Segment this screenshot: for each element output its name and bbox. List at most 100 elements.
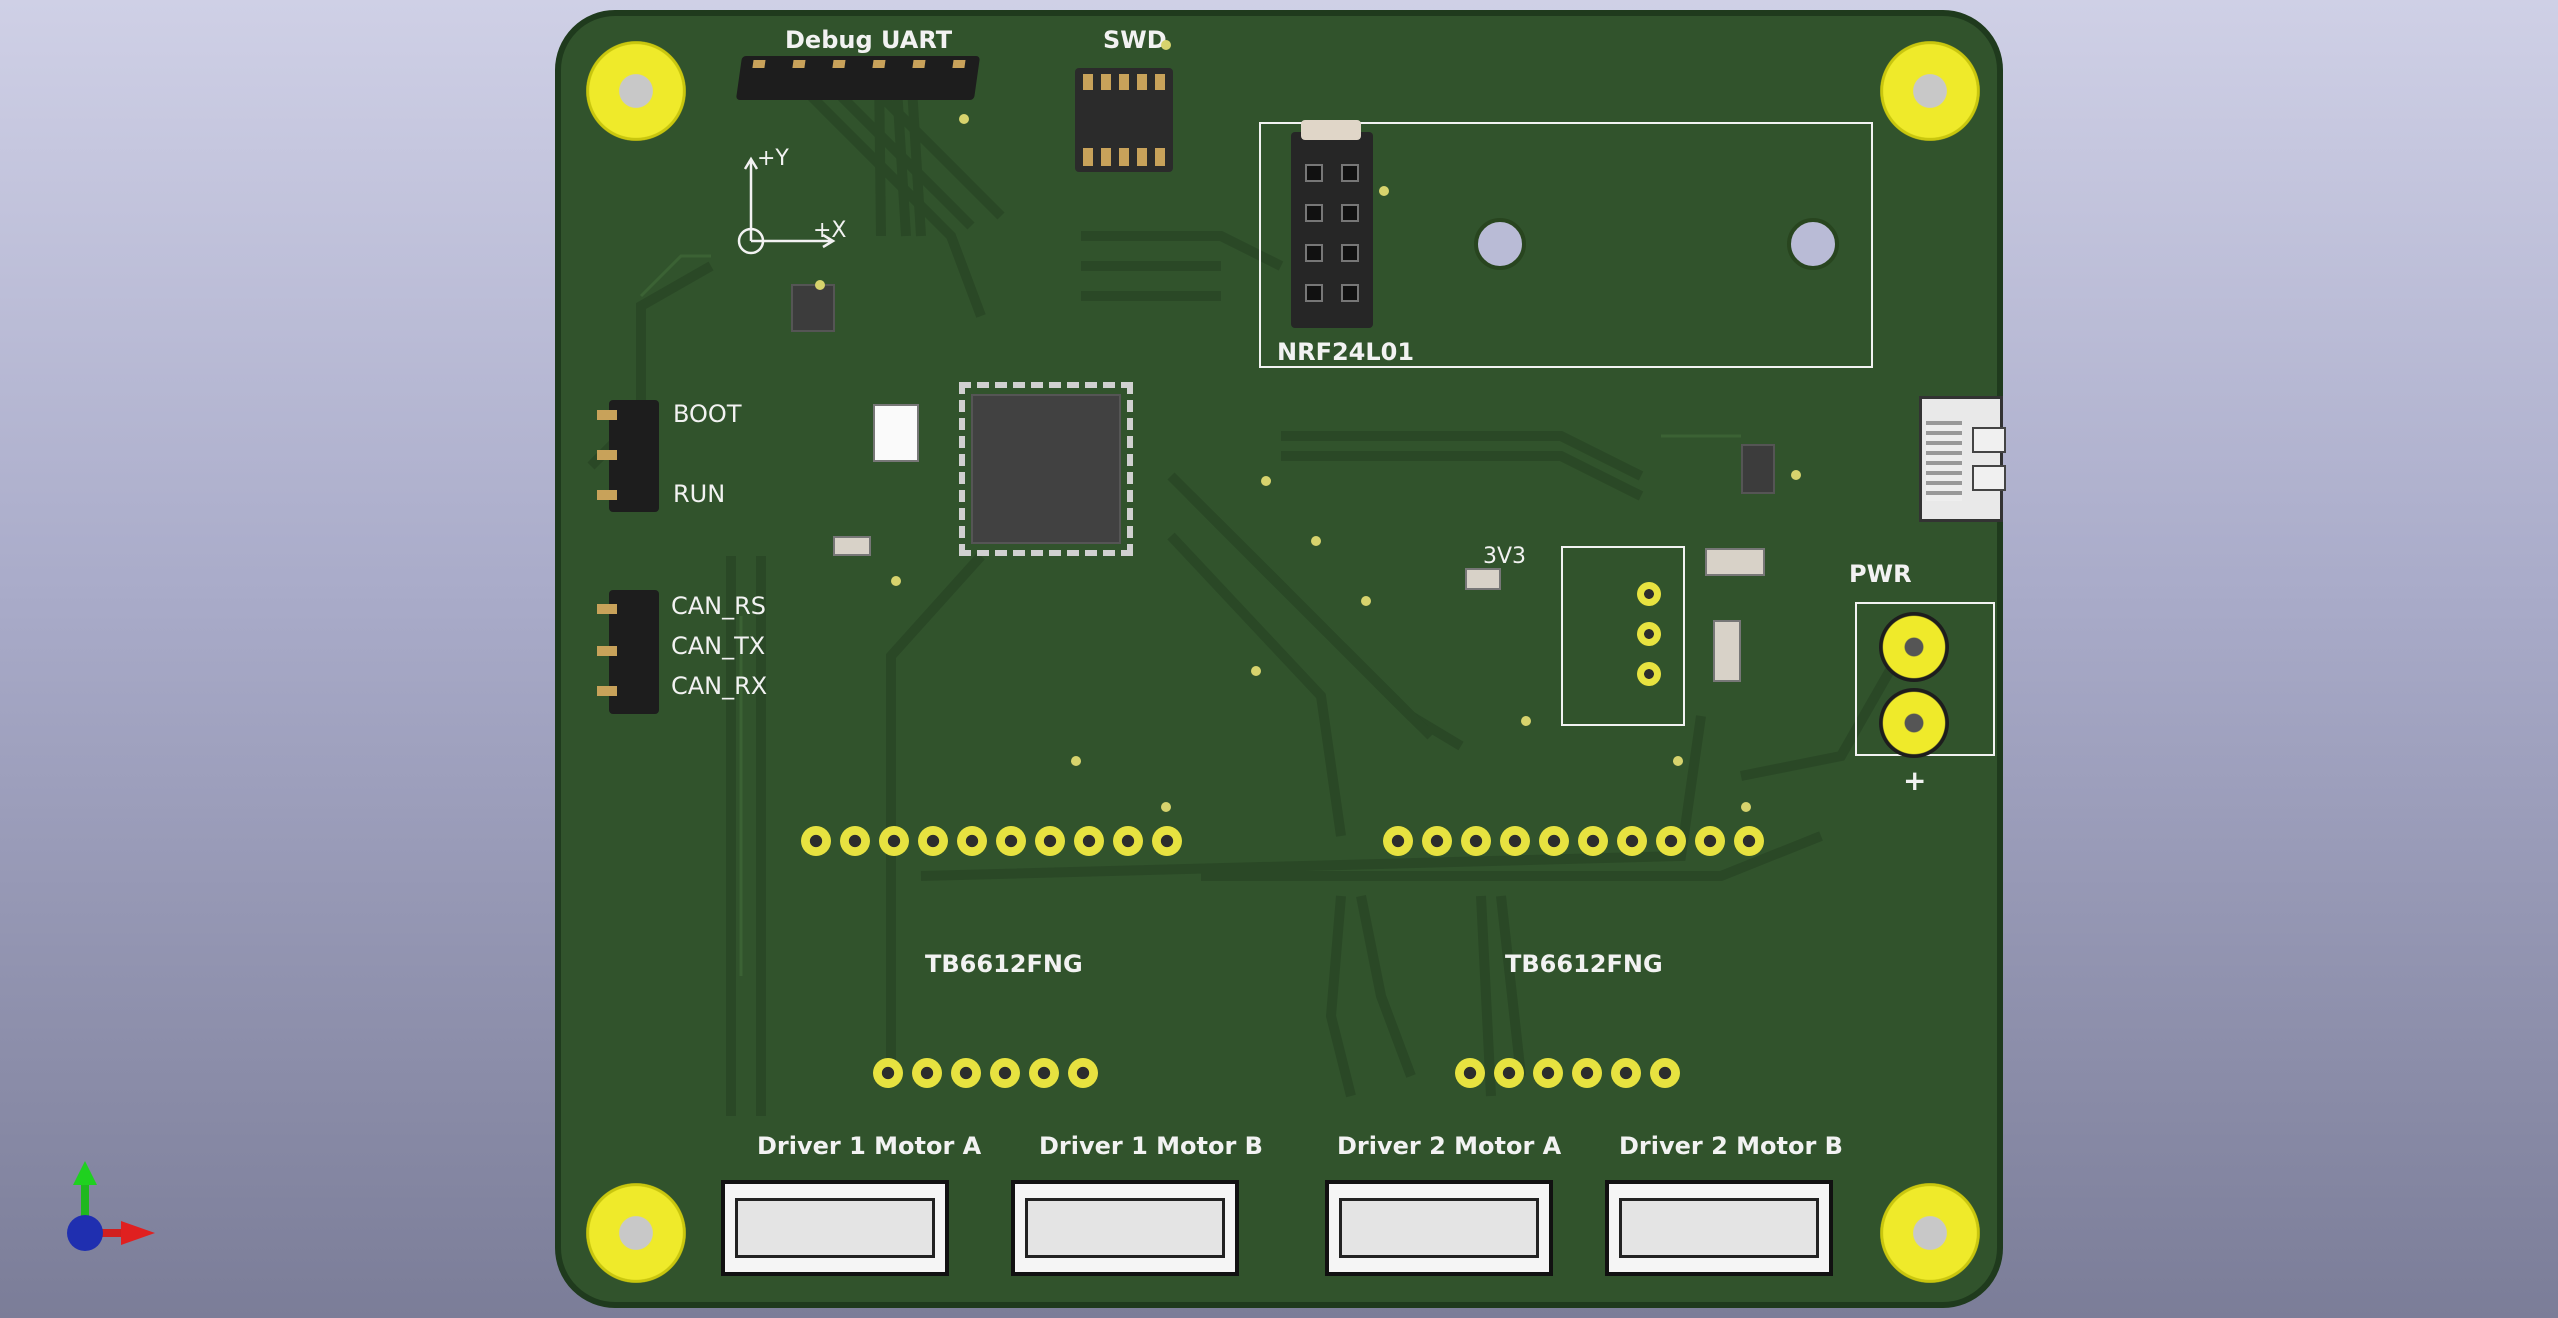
- tb6612-left-label: TB6612FNG: [925, 950, 1083, 978]
- via: [1791, 470, 1801, 480]
- mcu-chip[interactable]: [971, 394, 1121, 544]
- run-label: RUN: [673, 480, 726, 508]
- pwr-plus-label: +: [1903, 764, 1927, 797]
- can-rs-label: CAN_RS: [671, 592, 767, 620]
- via: [959, 114, 969, 124]
- driver1-motor-a-label: Driver 1 Motor A: [757, 1132, 982, 1160]
- tb6612-right-pad-10: [1734, 826, 1764, 856]
- mounting-hole-top-left: [583, 38, 689, 144]
- via: [1071, 756, 1081, 766]
- driver1-motor-b-label: Driver 1 Motor B: [1039, 1132, 1263, 1160]
- regulator-pad-2: [1637, 622, 1661, 646]
- tb6612-right-pad-5: [1539, 826, 1569, 856]
- can-header[interactable]: [597, 590, 659, 714]
- boot-run-header[interactable]: [597, 400, 659, 512]
- via: [1379, 186, 1389, 196]
- axis-marker-silk: [737, 156, 836, 255]
- nrf24l01-socket[interactable]: [1291, 120, 1373, 328]
- tb6612-left-pad-6: [996, 826, 1026, 856]
- driver1-motor-b-connector[interactable]: [1011, 1180, 1239, 1276]
- pcb-board[interactable]: Debug UART SWD NRF24L01: [555, 10, 2006, 1308]
- axis-x-label: +X: [813, 218, 847, 243]
- axis-z-green-arrow-head: [73, 1161, 97, 1185]
- tb6612-left-out-6: [1068, 1058, 1098, 1088]
- tb6612-right-out-6: [1650, 1058, 1680, 1088]
- via: [1161, 40, 1171, 50]
- view-axes-gizmo: [67, 1161, 155, 1251]
- tb6612-right-pad-8: [1656, 826, 1686, 856]
- driver1-motor-a-connector[interactable]: [721, 1180, 949, 1276]
- tb6612-right-label: TB6612FNG: [1505, 950, 1663, 978]
- pwr-terminal-pin-2[interactable]: [1879, 688, 1949, 758]
- regulator-pad-3: [1637, 662, 1661, 686]
- tb6612-right-out-5: [1611, 1058, 1641, 1088]
- driver2-motor-b-label: Driver 2 Motor B: [1619, 1132, 1843, 1160]
- tb6612-right-pad-2: [1422, 826, 1452, 856]
- tb6612-right-out-2: [1494, 1058, 1524, 1088]
- tb6612-left-pad-5: [957, 826, 987, 856]
- tb6612-right-pad-9: [1695, 826, 1725, 856]
- regulator-pad-1: [1637, 582, 1661, 606]
- tb6612-left-pad-9: [1113, 826, 1143, 856]
- driver2-motor-a-label: Driver 2 Motor A: [1337, 1132, 1562, 1160]
- driver2-motor-b-connector[interactable]: [1605, 1180, 1833, 1276]
- pwr-terminal-pin-1[interactable]: [1879, 612, 1949, 682]
- mounting-hole-bottom-right: [1877, 1180, 1983, 1286]
- can-edge-connector[interactable]: [1919, 396, 2006, 522]
- nrf-mount-hole-1: [1474, 218, 1526, 270]
- mcu-pins: [959, 382, 1133, 556]
- tb6612-right-pad-3: [1461, 826, 1491, 856]
- nrf24l01-footprint[interactable]: [1259, 122, 1873, 368]
- via: [1311, 536, 1321, 546]
- axis-y-label: +Y: [757, 146, 789, 171]
- tb6612-left-pad-1: [801, 826, 831, 856]
- can-transceiver-chip[interactable]: [1741, 444, 1775, 494]
- 3v3-label: 3V3: [1483, 544, 1527, 569]
- axis-x-red-arrow-head: [121, 1221, 155, 1245]
- tb6612-right-pad-6: [1578, 826, 1608, 856]
- crystal[interactable]: [873, 404, 919, 462]
- via: [1361, 596, 1371, 606]
- via: [815, 280, 825, 290]
- tb6612-left-pad-10: [1152, 826, 1182, 856]
- cap-small[interactable]: [833, 536, 871, 556]
- swd-header[interactable]: [1075, 68, 1173, 172]
- boot-label: BOOT: [673, 400, 742, 428]
- via: [1161, 802, 1171, 812]
- debug-uart-header[interactable]: [735, 56, 981, 100]
- tb6612-right-pad-7: [1617, 826, 1647, 856]
- can-rx-label: CAN_RX: [671, 672, 768, 700]
- capacitor-large[interactable]: [1705, 548, 1765, 576]
- tb6612-left-out-1: [873, 1058, 903, 1088]
- tb6612-left-pad-7: [1035, 826, 1065, 856]
- tb6612-left-pad-2: [840, 826, 870, 856]
- tb6612-left-pad-8: [1074, 826, 1104, 856]
- mounting-hole-bottom-left: [583, 1180, 689, 1286]
- swd-label: SWD: [1103, 26, 1167, 54]
- nrf24l01-label: NRF24L01: [1277, 338, 1415, 366]
- axis-origin-blue-sphere: [67, 1215, 103, 1251]
- driver2-motor-a-connector[interactable]: [1325, 1180, 1553, 1276]
- via: [1251, 666, 1261, 676]
- tb6612-left-out-5: [1029, 1058, 1059, 1088]
- capacitor-electrolytic[interactable]: [1713, 620, 1741, 682]
- via: [1673, 756, 1683, 766]
- via: [1261, 476, 1271, 486]
- tb6612-right-out-3: [1533, 1058, 1563, 1088]
- tb6612-right-out-1: [1455, 1058, 1485, 1088]
- regulator-footprint[interactable]: [1561, 546, 1685, 726]
- tb6612-left-out-3: [951, 1058, 981, 1088]
- tb6612-left-out-4: [990, 1058, 1020, 1088]
- regulator-cap[interactable]: [1465, 568, 1501, 590]
- tb6612-right-pad-1: [1383, 826, 1413, 856]
- tb6612-left-pad-4: [918, 826, 948, 856]
- pwr-label: PWR: [1849, 560, 1912, 588]
- tb6612-right-pad-4: [1500, 826, 1530, 856]
- via: [1521, 716, 1531, 726]
- tb6612-left-out-2: [912, 1058, 942, 1088]
- tb6612-right-out-4: [1572, 1058, 1602, 1088]
- nrf-mount-hole-2: [1787, 218, 1839, 270]
- flash-chip[interactable]: [791, 284, 835, 332]
- tb6612-left-pad-3: [879, 826, 909, 856]
- via: [891, 576, 901, 586]
